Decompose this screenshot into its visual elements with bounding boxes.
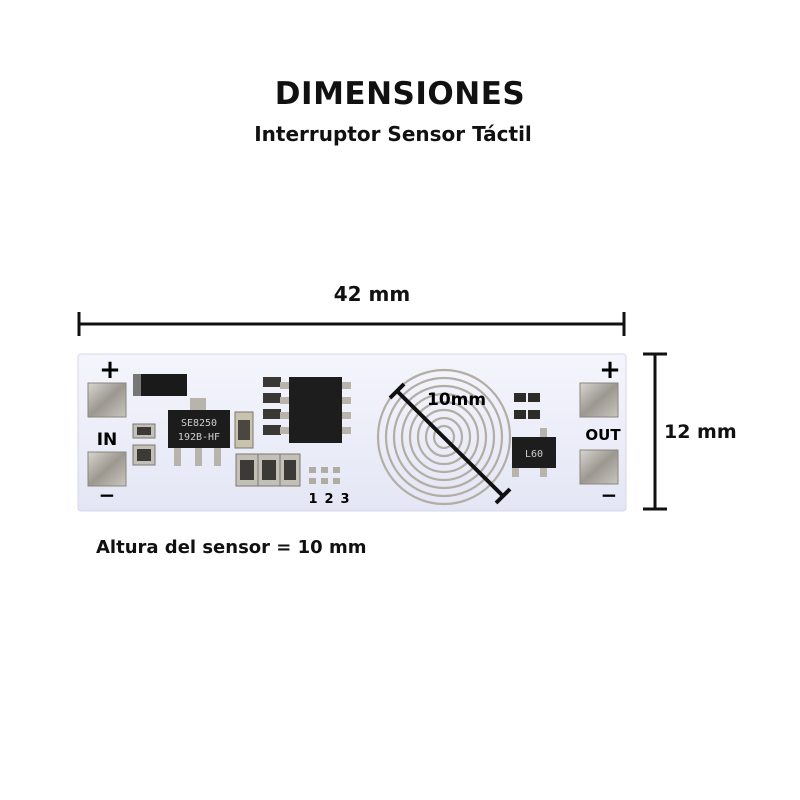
sensor-diameter-label: 10mm [427, 390, 486, 410]
output-negative-pad [579, 449, 619, 485]
pad-number-3: 3 [340, 492, 349, 507]
input-negative-pad [87, 451, 127, 487]
output-terminal: + OUT − [579, 355, 621, 507]
input-terminal: + IN − [87, 355, 127, 507]
input-minus-sign: − [99, 483, 116, 507]
output-label: OUT [585, 426, 621, 444]
resistor-array [235, 453, 301, 487]
sensor-diameter-indicator: 10mm [388, 382, 512, 505]
voltage-regulator-chip: SE8250 192B-HF [168, 398, 230, 466]
input-plus-sign: + [99, 355, 121, 385]
width-dimension-label: 42 mm [333, 282, 411, 306]
input-positive-pad [87, 382, 127, 418]
pad-number-1: 1 [308, 492, 317, 507]
sensor-coil [376, 368, 512, 506]
pcb-board [77, 353, 627, 512]
sensor-height-note: Altura del sensor = 10 mm [96, 537, 367, 558]
output-mosfet: L60 [512, 428, 556, 477]
small-passive-components [263, 377, 281, 435]
pad-number-2: 2 [324, 492, 333, 507]
regulator-marking-line1: SE8250 [181, 418, 217, 429]
page-title: DIMENSIONES [274, 76, 526, 112]
output-positive-pad [579, 382, 619, 418]
capacitor-pair-left [132, 423, 156, 466]
height-dimension-line [643, 352, 667, 511]
touch-controller-ic [280, 377, 351, 443]
width-dimension-line [77, 312, 626, 336]
height-dimension-label: 12 mm [664, 421, 737, 443]
right-small-components [514, 393, 540, 419]
output-plus-sign: + [599, 355, 621, 385]
regulator-marking-line2: 192B-HF [178, 432, 220, 443]
capacitor-vertical [234, 411, 254, 449]
config-pads: 1 2 3 [308, 467, 350, 507]
diode-component [133, 374, 187, 396]
page-subtitle: Interruptor Sensor Táctil [254, 122, 532, 146]
output-minus-sign: − [601, 483, 618, 507]
mosfet-marking: L60 [525, 449, 543, 460]
input-label: IN [97, 430, 118, 450]
